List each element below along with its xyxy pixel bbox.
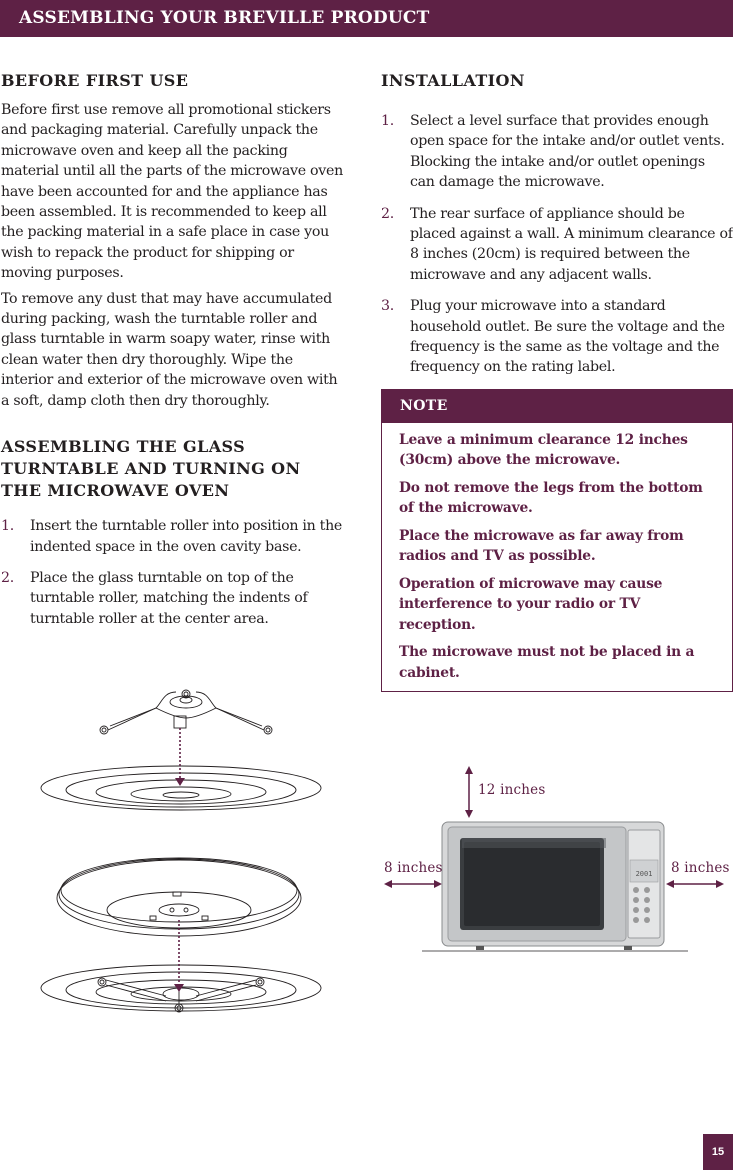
before-first-use-paragraph-2: To remove any dust that may have accumul… xyxy=(1,290,338,409)
step-number: 2. xyxy=(1,569,14,586)
step-text: The rear surface of appliance should be … xyxy=(410,205,733,283)
turntable-assembly-diagram xyxy=(40,689,322,1013)
display-readout: 2001 xyxy=(636,870,653,878)
step-number: 1. xyxy=(381,113,394,129)
step-text: Place the glass turntable on top of the … xyxy=(30,569,308,627)
note-item: Do not remove the legs from the bottom o… xyxy=(399,479,703,517)
left-clearance-label: 8 inches xyxy=(384,860,443,876)
assembling-heading-line-3: THE MICROWAVE OVEN xyxy=(1,481,230,501)
note-heading: NOTE xyxy=(382,389,732,423)
step-text: Select a level surface that provides eno… xyxy=(410,113,725,191)
assembling-step: 2. Place the glass turntable on top of t… xyxy=(1,568,347,629)
microwave-illustration: 2001 xyxy=(441,821,665,950)
assembling-steps: 1. Insert the turntable roller into posi… xyxy=(1,516,347,629)
installation-heading: INSTALLATION xyxy=(381,71,525,90)
note-item: Place the microwave as far away from rad… xyxy=(399,527,684,565)
installation-step: 3. Plug your microwave into a standard h… xyxy=(381,296,733,378)
step-text: Insert the turntable roller into positio… xyxy=(30,518,343,555)
turntable-roller-top xyxy=(99,689,273,735)
assembling-heading-line-2: TURNTABLE AND TURNING ON xyxy=(1,459,301,479)
section-header: ASSEMBLING YOUR BREVILLE PRODUCT xyxy=(0,0,733,37)
note-item: The microwave must not be placed in a ca… xyxy=(399,644,695,681)
clearance-diagram: 2001 xyxy=(384,766,724,952)
oven-cavity-base-top xyxy=(40,765,322,811)
step-text: Plug your microwave into a standard hous… xyxy=(410,298,725,376)
before-first-use-paragraph-1: Before first use remove all promotional … xyxy=(1,102,343,282)
assembling-heading: ASSEMBLING THE GLASS TURNTABLE AND TURNI… xyxy=(1,436,347,502)
right-clearance-label: 8 inches xyxy=(671,860,730,876)
note-item: Leave a minimum clearance 12 inches (30c… xyxy=(399,431,688,469)
before-first-use-heading: BEFORE FIRST USE xyxy=(1,71,189,90)
installation-steps: 1. Select a level surface that provides … xyxy=(381,111,733,378)
step-number: 3. xyxy=(381,298,394,315)
section-title: ASSEMBLING YOUR BREVILLE PRODUCT xyxy=(19,8,430,28)
step-number: 1. xyxy=(1,518,14,535)
note-item: Operation of microwave may cause interfe… xyxy=(399,575,663,633)
alignment-arrow-top xyxy=(175,778,185,786)
assembling-step: 1. Insert the turntable roller into posi… xyxy=(1,516,347,557)
step-number: 2. xyxy=(381,205,394,222)
top-clearance-label: 12 inches xyxy=(478,782,546,798)
page-number: 15 xyxy=(703,1134,733,1170)
note-box: NOTE Leave a minimum clearance 12 inches… xyxy=(381,388,733,693)
installation-step: 2. The rear surface of appliance should … xyxy=(381,204,733,286)
turntable-roller-bottom xyxy=(97,977,265,1013)
note-body: Leave a minimum clearance 12 inches (30c… xyxy=(382,423,732,692)
right-column: INSTALLATION 1. Select a level surface t… xyxy=(381,70,733,693)
left-column: BEFORE FIRST USE Before first use remove… xyxy=(1,70,347,640)
assembling-heading-line-1: ASSEMBLING THE GLASS xyxy=(1,437,246,457)
installation-step: 1. Select a level surface that provides … xyxy=(381,111,733,193)
alignment-arrow-bottom xyxy=(174,984,184,992)
